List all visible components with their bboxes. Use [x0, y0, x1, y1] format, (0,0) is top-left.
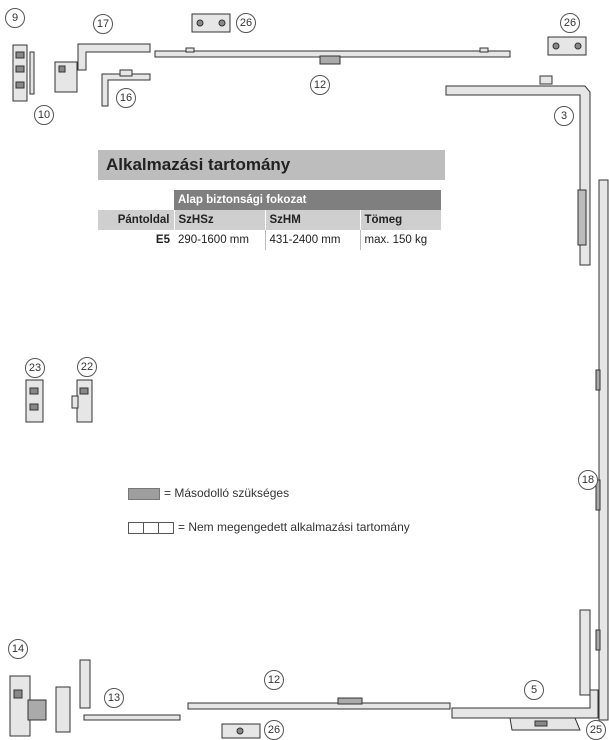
part-26-keeper-top	[191, 13, 231, 33]
legend-swatch-grey	[128, 487, 160, 500]
callout-10: 10	[34, 105, 54, 125]
part-12-top-rod	[154, 47, 511, 65]
heading-bar: Alkalmazási tartomány	[98, 150, 445, 180]
callout-26-right: 26	[560, 13, 580, 33]
column-header: Tömeg	[360, 210, 441, 230]
group-header: Alap biztonsági fokozat	[174, 190, 441, 210]
legend-text: = Nem megengedett alkalmazási tartomány	[178, 520, 410, 534]
callout-14: 14	[8, 639, 28, 659]
callout-12-bottom: 12	[264, 670, 284, 690]
column-header: SzHSz	[174, 210, 266, 230]
callout-22: 22	[77, 357, 97, 377]
part-26-keeper-right	[547, 36, 587, 56]
callout-13: 13	[104, 688, 124, 708]
callout-12-top: 12	[310, 75, 330, 95]
part-25-keeper-corner	[509, 717, 581, 731]
part-16-stay-arm	[101, 69, 151, 107]
table-cell: 290-1600 mm	[174, 230, 266, 250]
callout-16: 16	[116, 88, 136, 108]
part-18-vertical-bar	[595, 179, 609, 721]
row-label: E5	[155, 234, 170, 246]
callout-18: 18	[578, 470, 598, 490]
table-row: E5 290-1600 mm 431-2400 mm max. 150 kg	[98, 230, 441, 250]
legend-item-grey: = Másodolló szükséges	[128, 486, 289, 500]
callout-17: 17	[93, 14, 113, 34]
part-9-hinge-bracket	[12, 44, 35, 102]
part-14-bottom-hinge	[9, 675, 47, 737]
part-17-corner-hinge	[54, 43, 151, 93]
application-range-table: Alap biztonsági fokozat Pántoldal SzHSz …	[98, 190, 441, 250]
heading-title: Alkalmazási tartomány	[106, 155, 291, 174]
callout-26-bottom: 26	[264, 720, 284, 740]
table-cell: max. 150 kg	[364, 234, 428, 246]
callout-3: 3	[554, 106, 574, 126]
part-23-strike	[25, 379, 44, 423]
part-12-bottom-rod	[187, 697, 451, 710]
part-5-corner-drive-bottom	[451, 609, 599, 725]
callout-5: 5	[524, 680, 544, 700]
legend-swatch-grid	[128, 521, 174, 534]
part-26-keeper-bottom	[221, 723, 261, 739]
legend-item-grid: = Nem megengedett alkalmazási tartomány	[128, 520, 410, 534]
callout-26-top: 26	[236, 13, 256, 33]
callout-25: 25	[586, 720, 606, 740]
row-header: Pántoldal	[98, 210, 175, 230]
callout-9: 9	[5, 8, 25, 28]
part-13-bottom-stay	[55, 659, 181, 733]
part-22-strike	[71, 379, 93, 423]
table-cell: 431-2400 mm	[265, 230, 361, 250]
part-3-corner-drive	[445, 75, 591, 266]
callout-23: 23	[25, 358, 45, 378]
legend-text: = Másodolló szükséges	[164, 486, 290, 500]
column-header: SzHM	[265, 210, 361, 230]
